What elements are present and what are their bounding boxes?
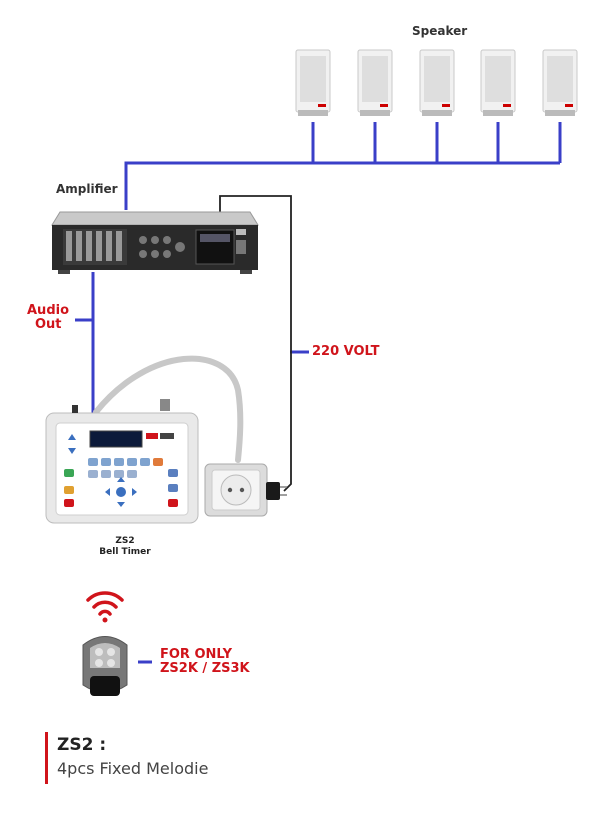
amplifier-icon bbox=[51, 211, 259, 274]
audio-out-line1: Audio bbox=[27, 303, 70, 318]
speaker-icon bbox=[419, 49, 455, 116]
timer-power-cable bbox=[93, 355, 244, 463]
audio-out-line2: Out bbox=[35, 317, 62, 333]
wifi-icon bbox=[86, 591, 124, 623]
power-cable bbox=[219, 195, 292, 492]
timer-caption: ZS2 Bell Timer bbox=[80, 536, 170, 559]
audio-wiring bbox=[75, 122, 562, 418]
audio-out-label: Audio Out bbox=[27, 303, 70, 333]
remote-control-icon bbox=[82, 636, 128, 696]
speaker-row bbox=[295, 49, 578, 116]
speaker-icon bbox=[480, 49, 516, 116]
info-accent-bar bbox=[45, 732, 48, 784]
socket-icon bbox=[204, 463, 287, 517]
speaker-icon bbox=[357, 49, 393, 116]
speaker-label: Speaker bbox=[412, 24, 468, 38]
timer-name: Bell Timer bbox=[99, 547, 151, 558]
info-title: ZS2 : bbox=[57, 735, 107, 755]
for-only-line2: ZS2K / ZS3K bbox=[160, 661, 250, 677]
timer-knob bbox=[160, 399, 170, 411]
speaker-icon bbox=[295, 49, 331, 116]
speaker-icon bbox=[542, 49, 578, 116]
for-only-line1: FOR ONLY bbox=[160, 647, 233, 662]
volt-label: 220 VOLT bbox=[312, 344, 380, 359]
amplifier-label: Amplifier bbox=[56, 182, 118, 196]
timer-model: ZS2 bbox=[115, 536, 135, 546]
info-text: 4pcs Fixed Melodie bbox=[57, 759, 209, 778]
bell-timer-icon bbox=[45, 405, 199, 524]
for-only-label: FOR ONLY ZS2K / ZS3K bbox=[160, 647, 250, 677]
